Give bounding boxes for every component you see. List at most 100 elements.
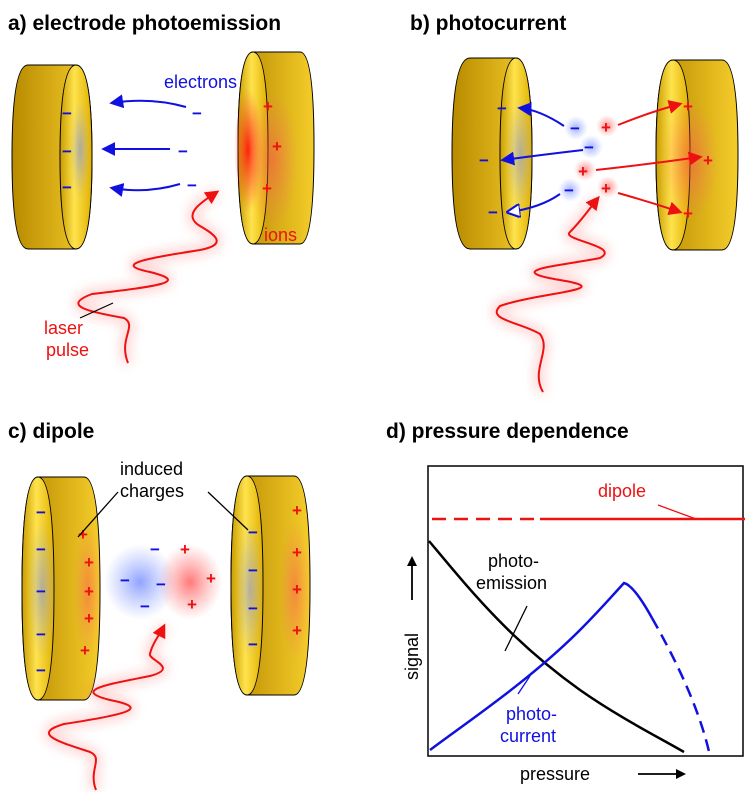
charge-plus: +	[292, 543, 302, 562]
right-electrode-a	[234, 51, 315, 245]
plot-frame	[427, 465, 744, 757]
charge-minus: −	[120, 571, 130, 590]
laser-label: laser	[44, 318, 83, 338]
pressure-arrowhead	[676, 769, 686, 779]
charge-minus: −	[192, 104, 202, 123]
photoemission-curve	[428, 540, 685, 754]
right-electrode-b	[655, 59, 739, 251]
charge-plus: +	[206, 569, 216, 588]
charge-plus: +	[80, 641, 90, 660]
charges-label: charges	[120, 481, 184, 501]
charge-plus: +	[578, 162, 588, 181]
signal-arrowhead	[407, 556, 417, 566]
panel-c-title: c) dipole	[8, 420, 94, 443]
charge-plus: +	[263, 97, 273, 116]
charge-minus: −	[62, 142, 72, 161]
charge-plus: +	[262, 179, 272, 198]
signal-axis-label: signal	[402, 633, 422, 680]
ion-arrow	[595, 151, 703, 171]
charge-plus: +	[84, 582, 94, 601]
left-electrode-a	[11, 64, 93, 250]
electron-cloud	[564, 116, 588, 140]
charge-minus: −	[488, 203, 498, 222]
charge-minus: −	[479, 151, 489, 170]
charge-minus: −	[248, 635, 258, 654]
charge-minus: −	[248, 561, 258, 580]
charge-minus: −	[584, 138, 594, 157]
dipole-label: dipole	[598, 481, 646, 501]
charge-plus: +	[187, 595, 197, 614]
ion-arrow	[617, 100, 683, 126]
photoemission-label-1: photo-	[488, 551, 539, 571]
left-electrode-b	[451, 57, 534, 250]
electrons-label: electrons	[164, 72, 237, 92]
left-electrode-c	[21, 476, 102, 701]
induced-leader-left	[77, 491, 119, 538]
electron-arrow	[500, 149, 584, 166]
electron-cloud	[579, 135, 603, 159]
charge-plus: +	[601, 179, 611, 198]
charge-minus: −	[564, 181, 574, 200]
charge-minus: −	[178, 142, 188, 161]
ions-label: ions	[264, 225, 297, 245]
electron-arrow	[517, 102, 565, 127]
charge-minus: −	[36, 582, 46, 601]
photoemission-label-2: emission	[476, 573, 547, 593]
ion-cloud	[574, 159, 596, 181]
photocurrent-curve	[429, 581, 654, 752]
charge-minus: −	[36, 503, 46, 522]
charge-plus: +	[78, 525, 88, 544]
charge-minus: −	[140, 597, 150, 616]
charge-plus: +	[84, 553, 94, 572]
photocurrent-curve-dashed	[650, 617, 712, 757]
charge-plus: +	[84, 609, 94, 628]
charge-plus: +	[703, 151, 713, 170]
laser-pulse-c	[44, 623, 168, 792]
panel-b-title: b) photocurrent	[410, 12, 566, 35]
charge-minus: −	[36, 661, 46, 680]
right-electrode-c	[230, 475, 311, 696]
charge-minus: −	[187, 176, 197, 195]
photocurrent-leader	[517, 675, 531, 695]
ion-arrow	[617, 192, 683, 216]
charge-plus: +	[683, 204, 693, 223]
photocurrent-label-2: current	[500, 726, 556, 746]
ion-cloud	[597, 176, 619, 198]
panel-a-title: a) electrode photoemission	[8, 12, 281, 35]
charge-minus: −	[248, 599, 258, 618]
charge-plus: +	[292, 621, 302, 640]
electron-cloud	[558, 178, 582, 202]
charge-minus: −	[62, 178, 72, 197]
charge-plus: +	[180, 540, 190, 559]
charge-minus: −	[570, 119, 580, 138]
charge-plus: +	[601, 118, 611, 137]
charge-minus: −	[36, 540, 46, 559]
charge-plus: +	[272, 137, 282, 156]
induced-label: induced	[120, 459, 183, 479]
electron-arrow	[109, 94, 187, 109]
charge-minus: −	[497, 99, 507, 118]
charge-minus: −	[248, 523, 258, 542]
pressure-axis-label: pressure	[520, 764, 590, 784]
charge-plus: +	[683, 97, 693, 116]
ion-cloud	[158, 544, 222, 620]
laser-pulse-a	[74, 188, 221, 365]
photoemission-leader	[504, 605, 528, 652]
electron-arrow	[509, 193, 561, 212]
panel-d-title: d) pressure dependence	[386, 420, 629, 443]
charge-plus: +	[292, 501, 302, 520]
charge-plus: +	[292, 580, 302, 599]
dipole-leader	[657, 504, 697, 520]
electron-arrow	[109, 183, 181, 197]
electron-cloud	[104, 544, 176, 620]
charge-minus: −	[62, 104, 72, 123]
laser-leader-line	[79, 302, 114, 319]
charge-minus: −	[156, 575, 166, 594]
photocurrent-label-1: photo-	[506, 704, 557, 724]
ion-cloud	[596, 115, 618, 137]
charge-minus: −	[150, 540, 160, 559]
induced-leader-right	[207, 491, 249, 531]
laser-pulse-b	[493, 195, 609, 395]
pulse-label: pulse	[46, 340, 89, 360]
